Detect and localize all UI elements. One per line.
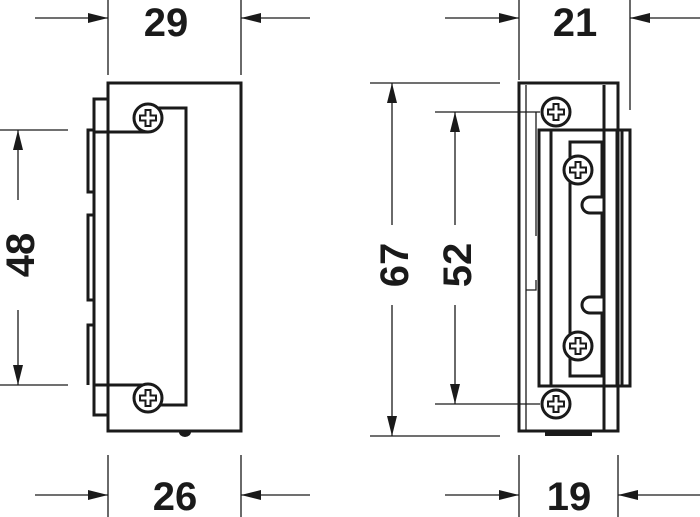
front-view	[86, 81, 243, 437]
dim-side-width-top: 21	[553, 1, 598, 45]
bottom-nub	[179, 432, 191, 437]
screw-icon	[132, 382, 164, 414]
bottom-tab	[92, 385, 110, 417]
screw-icon	[540, 96, 572, 128]
dim-front-height: 48	[0, 233, 43, 278]
screw-icon	[562, 330, 594, 362]
screw-icon	[132, 102, 164, 134]
strike-plate	[568, 140, 604, 378]
faceplate	[537, 128, 632, 388]
dim-side-screw-spacing: 52	[436, 243, 480, 288]
dim-front-width-bottom: 26	[153, 475, 198, 517]
side-view	[517, 81, 632, 436]
screw-icon	[562, 154, 594, 186]
side-rail	[525, 85, 537, 430]
screw-icon	[540, 388, 572, 420]
dim-front-width-top: 29	[144, 1, 189, 45]
bottom-nub	[545, 431, 592, 436]
faceplate-flanges	[86, 128, 94, 385]
housing-outline	[106, 81, 243, 433]
dim-side-total-height: 67	[373, 243, 417, 288]
inner-plate	[148, 106, 188, 407]
faceplate	[92, 97, 148, 387]
dim-side-width-bottom: 19	[547, 475, 592, 517]
faceplate-lines	[549, 85, 624, 430]
